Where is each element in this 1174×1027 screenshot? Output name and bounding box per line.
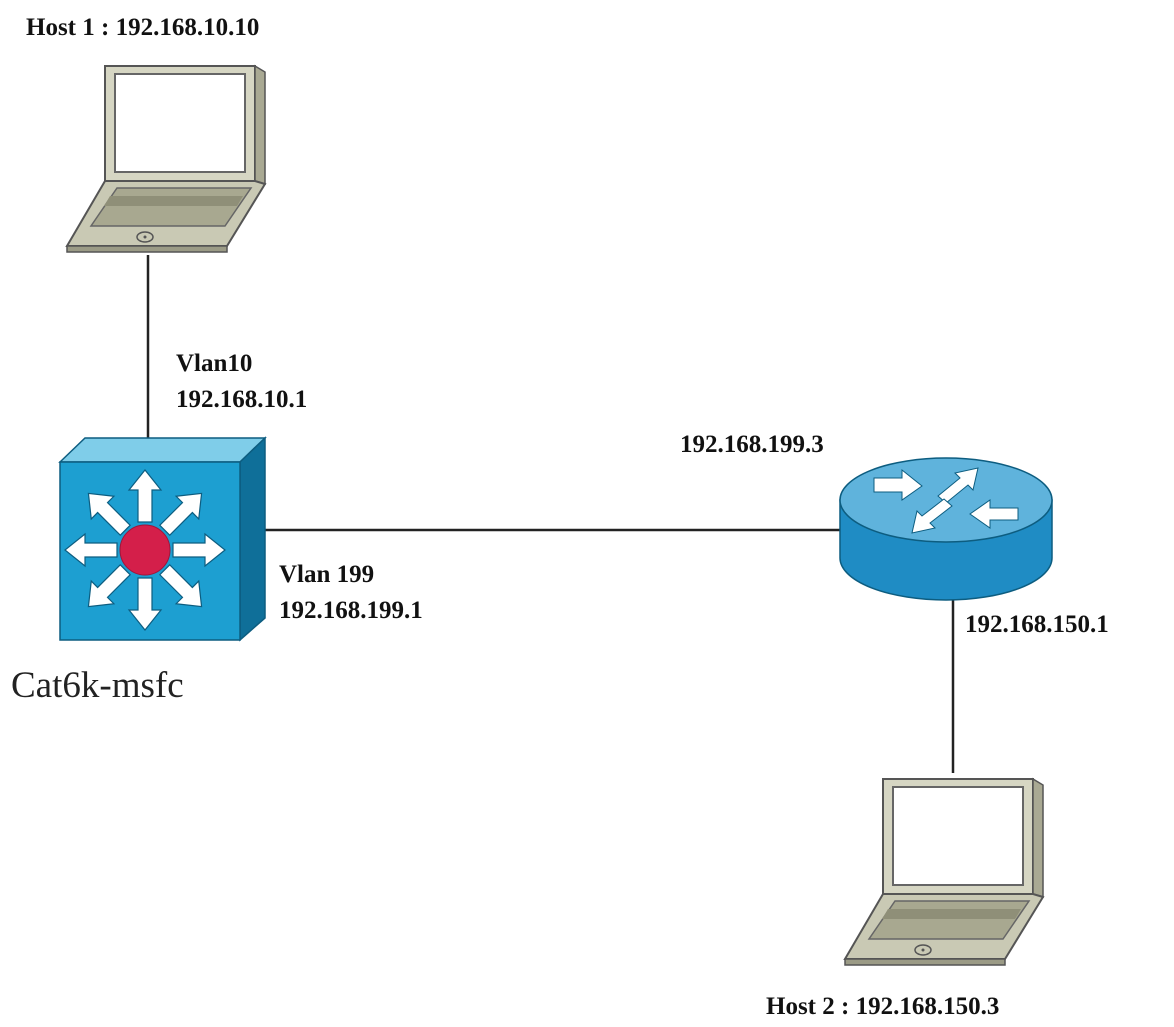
router-host-ip-label: 192.168.150.1 <box>965 611 1109 638</box>
laptop-icon <box>844 778 1044 966</box>
vlan199-ip-label: 192.168.199.1 <box>279 597 423 624</box>
host1-label: Host 1 : 192.168.10.10 <box>26 14 260 41</box>
layer3-switch-icon <box>58 436 267 642</box>
vlan10-name-label: Vlan10 <box>176 350 253 377</box>
router-link-ip-label: 192.168.199.3 <box>680 431 824 458</box>
host2-label: Host 2 : 192.168.150.3 <box>766 993 1000 1020</box>
vlan199-name-label: Vlan 199 <box>279 561 375 588</box>
vlan10-ip-label: 192.168.10.1 <box>176 386 308 413</box>
switch-name-label: Cat6k-msfc <box>11 665 184 706</box>
laptop-icon <box>66 65 266 253</box>
router-icon <box>839 457 1053 601</box>
